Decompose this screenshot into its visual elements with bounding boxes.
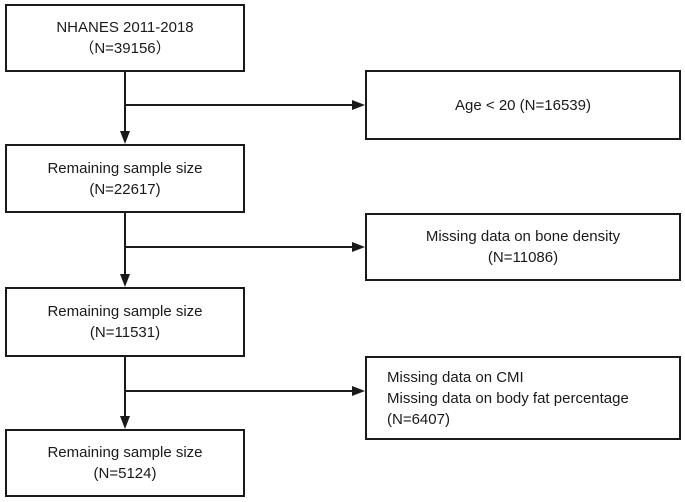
connector-horizontal-2 [124,246,353,248]
connector-horizontal-1 [124,104,353,106]
box-text-line: Missing data on body fat percentage [387,389,629,407]
box-excluded-bone-density: Missing data on bone density (N=11086) [365,213,681,281]
box-text-line: Age < 20 (N=16539) [455,96,591,114]
box-text-line: NHANES 2011-2018 [56,19,194,36]
arrowhead-right-icon [352,242,365,252]
box-remaining-11531: Remaining sample size (N=11531) [5,287,245,357]
arrowhead-right-icon [352,100,365,110]
box-text-line: Remaining sample size [47,444,203,461]
arrowhead-down-icon [120,274,130,287]
connector-vertical-1 [124,72,126,134]
box-text-line: (N=5124) [93,465,157,482]
connector-vertical-3 [124,357,126,417]
connector-vertical-2 [124,213,126,275]
box-excluded-age: Age < 20 (N=16539) [365,70,681,140]
box-text-line: Missing data on CMI [387,368,524,386]
box-text-line: （N=39156） [79,40,171,57]
box-text-line: (N=6407) [387,410,450,428]
box-remaining-22617: Remaining sample size (N=22617) [5,144,245,213]
box-remaining-5124: Remaining sample size (N=5124) [5,429,245,497]
box-text-line: Missing data on bone density [425,228,621,245]
box-text-line: (N=22617) [89,180,161,198]
arrowhead-down-icon [120,131,130,144]
arrowhead-right-icon [352,386,365,396]
box-excluded-cmi-bodyfat: Missing data on CMI Missing data on body… [365,356,681,440]
connector-horizontal-3 [124,390,353,392]
box-text-line: Remaining sample size [47,303,203,320]
box-text-line: (N=11531) [89,324,161,341]
arrowhead-down-icon [120,416,130,429]
box-text-line: (N=11086) [487,249,559,266]
box-nhanes-total: NHANES 2011-2018 （N=39156） [5,4,245,72]
box-text-line: Remaining sample size [47,159,203,177]
